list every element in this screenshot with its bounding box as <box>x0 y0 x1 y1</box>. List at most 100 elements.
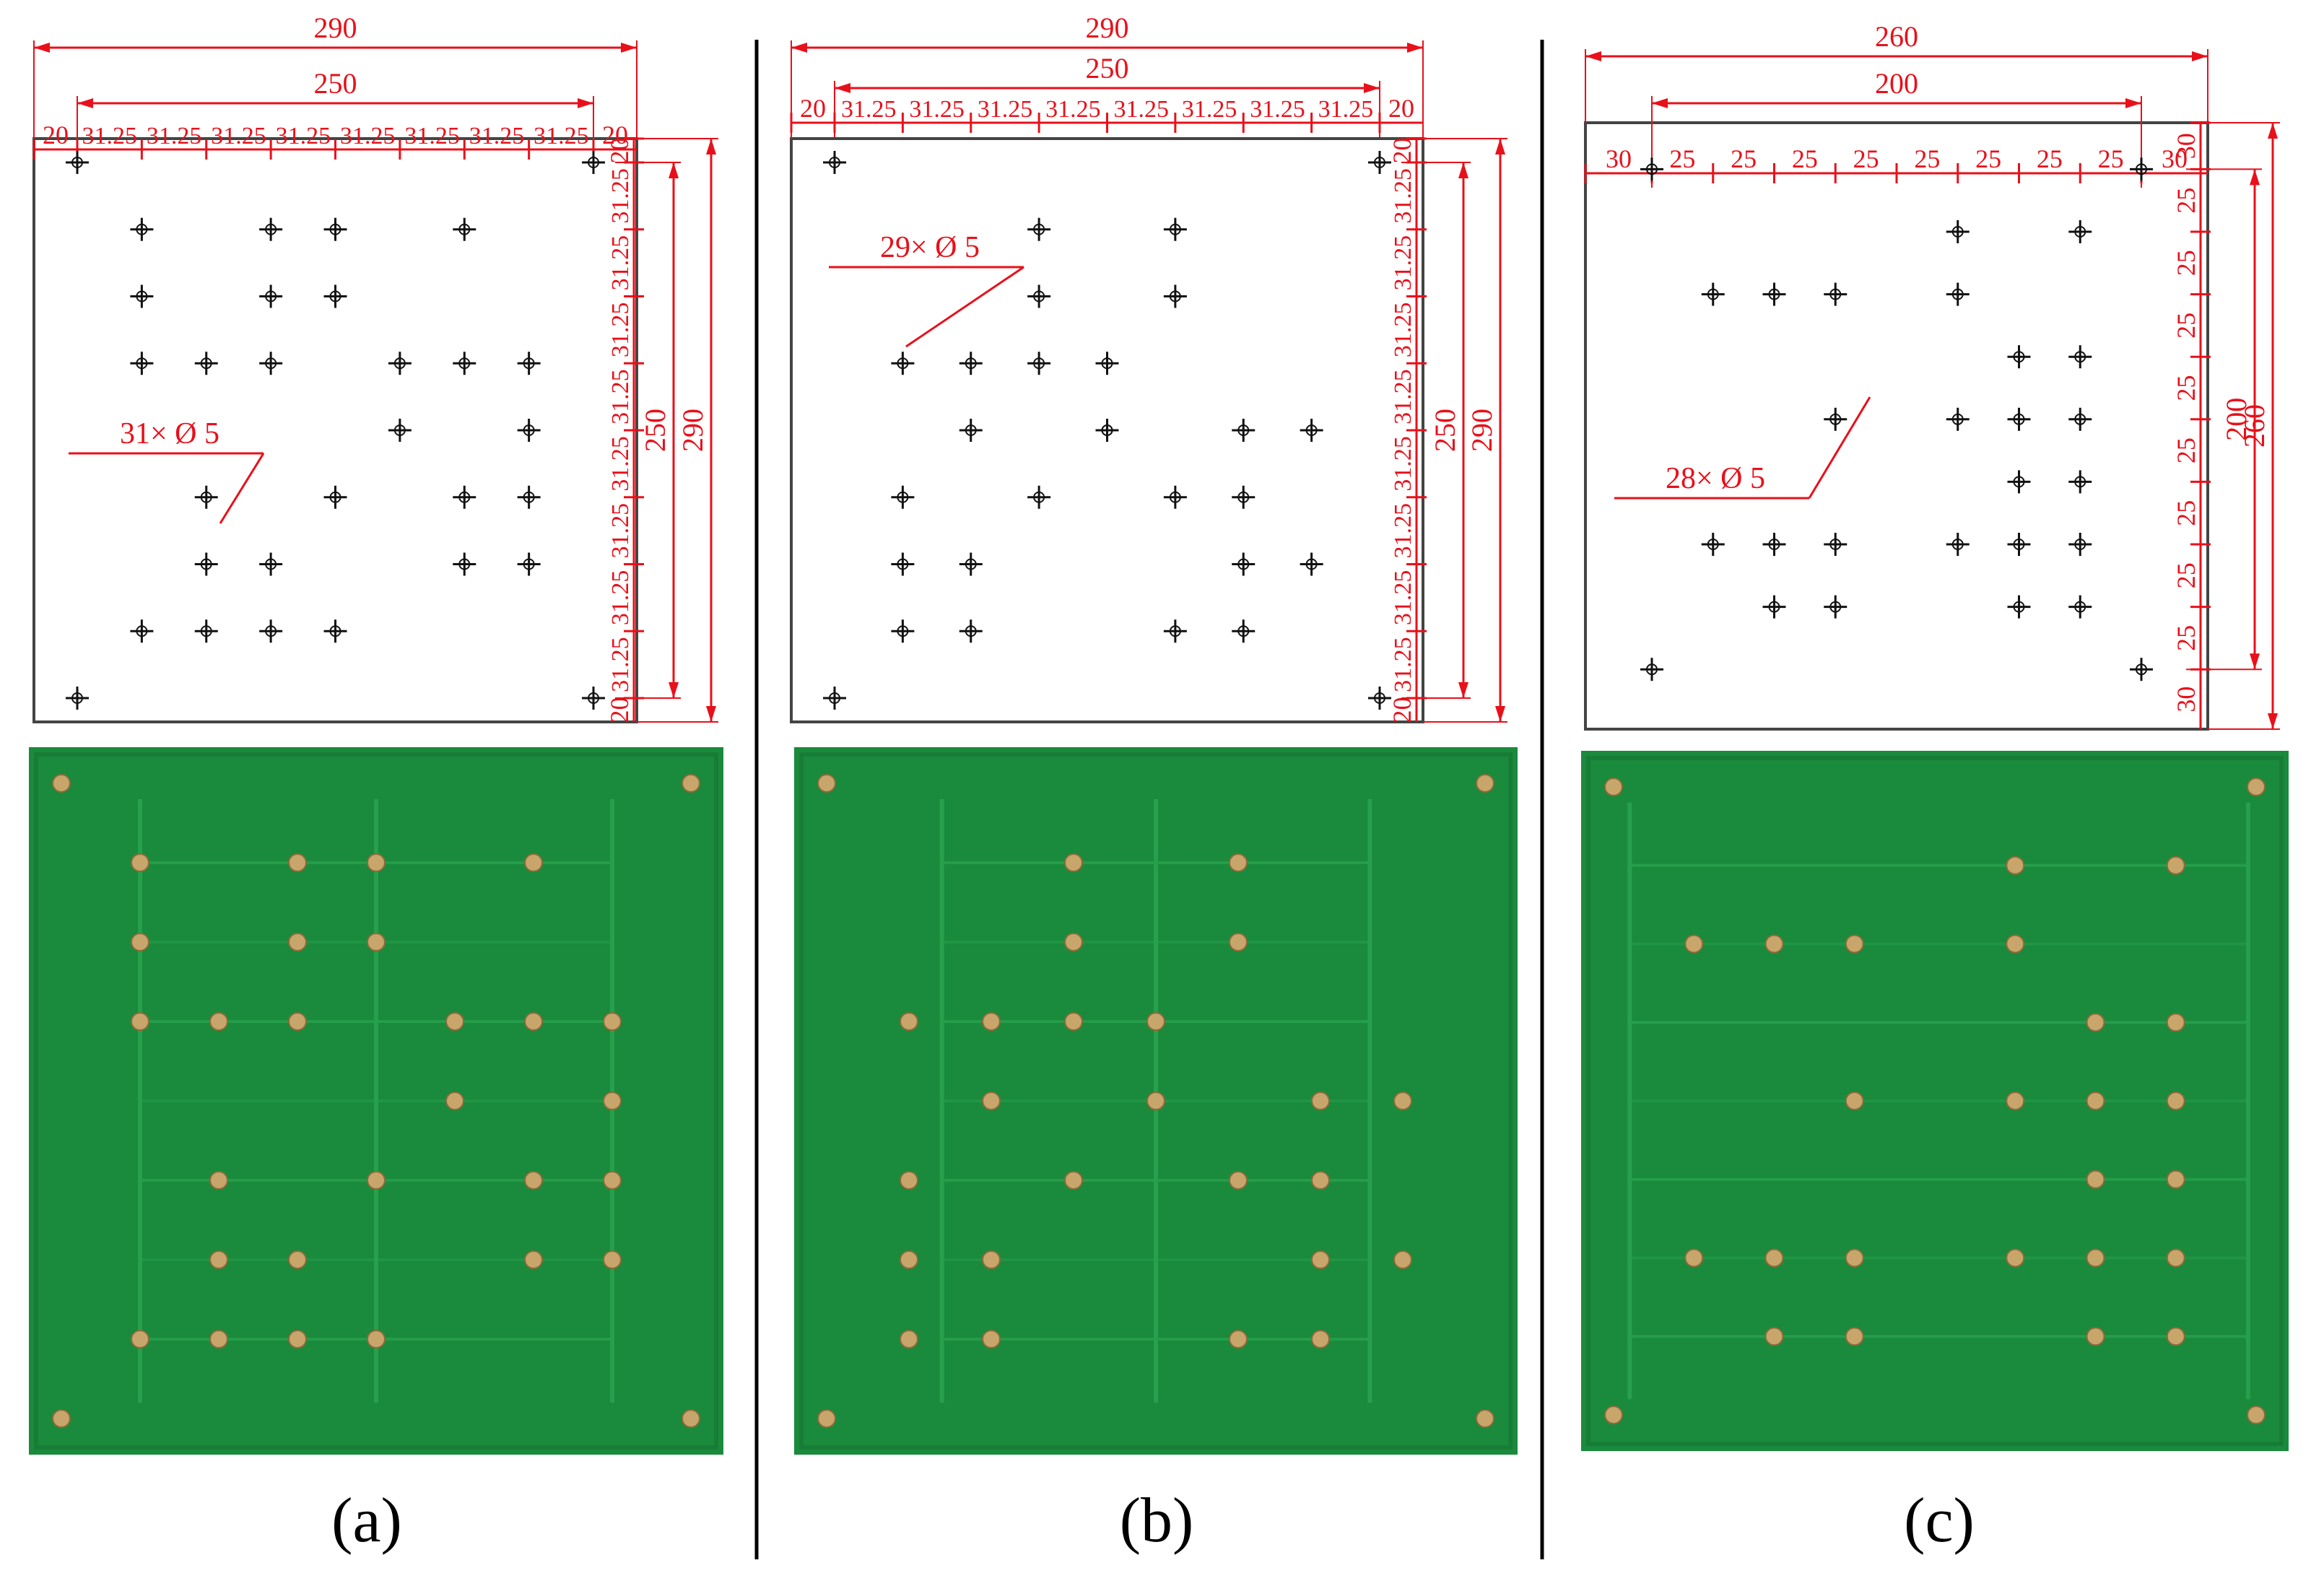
hole-marker <box>323 619 347 643</box>
sensor-pad <box>1146 1012 1165 1031</box>
sensor-pad <box>367 1171 386 1190</box>
hole-callout: 31× Ø 5 <box>120 417 219 450</box>
sensor-pad <box>1393 1092 1412 1110</box>
hole-marker <box>1824 595 1848 619</box>
sensor-pad <box>603 1171 622 1190</box>
hole-marker <box>1027 217 1051 241</box>
hole-marker <box>1762 595 1786 619</box>
sensor-pad <box>1311 1250 1330 1269</box>
dim-right-chain-item: 31.25 <box>607 235 634 291</box>
sensor-pad <box>900 1171 918 1190</box>
hole-marker <box>1163 619 1187 643</box>
caption-a: (a) <box>331 1486 402 1556</box>
dim-right-chain-item: 31.25 <box>607 302 634 358</box>
caption-c: (c) <box>1904 1486 1975 1556</box>
hole-marker <box>2007 470 2031 494</box>
dim-top-chain-item: 31.25 <box>276 123 331 149</box>
sensor-pad <box>603 1092 622 1110</box>
dim-top-chain-item: 25 <box>1792 144 1818 173</box>
sensor-pad <box>817 774 836 793</box>
sensor-pad <box>1229 1171 1248 1190</box>
dim-top-outer: 290 <box>314 12 357 44</box>
sensor-pad <box>445 1012 464 1031</box>
sensor-pad <box>131 1012 149 1031</box>
sensor-pad <box>1229 1330 1248 1349</box>
hole-marker <box>891 552 915 576</box>
hole-marker <box>453 552 476 576</box>
sensor-pad <box>209 1330 228 1349</box>
dim-right-chain-item: 30 <box>2172 687 2201 713</box>
hole-marker <box>517 552 541 576</box>
hole-marker <box>194 619 218 643</box>
sensor-pad <box>1064 853 1083 872</box>
hole-marker <box>959 419 983 442</box>
sensor-pad <box>1845 1092 1864 1110</box>
pcb-photo <box>29 747 723 1455</box>
hole-marker <box>1946 220 1970 243</box>
dim-top-chain-item: 31.25 <box>909 96 965 123</box>
dim-right-chain-item: 25 <box>2172 313 2201 339</box>
dim-top-chain-item: 20 <box>43 121 69 149</box>
hole-marker <box>1232 619 1255 643</box>
dim-top-inner: 250 <box>314 67 357 100</box>
pcb-photo <box>794 747 1518 1455</box>
hole-marker <box>194 552 218 576</box>
dim-right-chain-item: 25 <box>2172 188 2201 214</box>
dim-top-chain-item: 25 <box>1853 144 1879 173</box>
dim-top-outer: 290 <box>1086 12 1129 44</box>
hole-marker <box>1163 485 1187 509</box>
sensor-pad <box>1229 853 1248 872</box>
sensor-pad <box>900 1330 918 1349</box>
sensor-pad <box>2166 1248 2185 1268</box>
hole-marker <box>259 352 283 375</box>
sensor-pad <box>2086 1327 2105 1346</box>
dim-right-chain-item: 31.25 <box>1390 235 1416 291</box>
sensor-pad <box>445 1092 464 1110</box>
sensor-pad <box>2166 1327 2185 1346</box>
dim-top-chain-item: 31.25 <box>82 123 137 149</box>
sensor-pad <box>1311 1171 1330 1190</box>
dim-top-chain-item: 25 <box>2037 144 2063 173</box>
hole-marker <box>2130 157 2153 181</box>
hole-marker <box>1300 552 1323 576</box>
sensor-pad <box>1311 1092 1330 1110</box>
hole-marker <box>130 619 154 643</box>
sensor-pad <box>367 1330 386 1349</box>
sensor-pad <box>982 1250 1001 1269</box>
sensor-pad <box>524 1250 543 1269</box>
sensor-pad <box>2086 1248 2105 1268</box>
sensor-pad <box>603 1012 622 1031</box>
hole-marker <box>1824 282 1848 306</box>
hole-marker <box>2068 595 2092 619</box>
dim-right-chain-item: 20 <box>1388 697 1416 723</box>
hole-marker <box>2007 345 2031 369</box>
sensor-pad <box>1393 1250 1412 1269</box>
dim-top-chain-item: 31.25 <box>211 123 266 149</box>
hole-marker <box>1368 151 1391 174</box>
sensor-pad <box>982 1012 1001 1031</box>
hole-marker <box>453 217 476 241</box>
hole-marker <box>1762 282 1786 306</box>
sensor-pad <box>524 1171 543 1190</box>
dim-right-outer: 290 <box>1466 409 1498 452</box>
dim-top-chain-item: 20 <box>602 121 628 149</box>
hole-marker <box>1095 419 1119 442</box>
hole-marker <box>517 419 541 442</box>
dim-right-outer: 290 <box>676 409 709 452</box>
hole-marker <box>1824 533 1848 556</box>
hole-marker <box>1640 658 1663 681</box>
sensor-pad <box>1146 1092 1165 1110</box>
dim-top-chain-item: 31.25 <box>404 123 460 149</box>
dim-right-chain-item: 31.25 <box>607 369 634 424</box>
dim-right-inner: 250 <box>639 409 671 452</box>
hole-marker <box>194 485 218 509</box>
hole-marker <box>1701 533 1725 556</box>
dim-right-chain-item: 25 <box>2172 500 2201 526</box>
sensor-pad <box>2166 1092 2185 1110</box>
sensor-pad <box>52 1409 71 1428</box>
hole-marker <box>388 419 412 442</box>
hole-marker <box>130 352 154 375</box>
sensor-pad <box>2247 778 2266 796</box>
hole-marker <box>1640 157 1663 181</box>
